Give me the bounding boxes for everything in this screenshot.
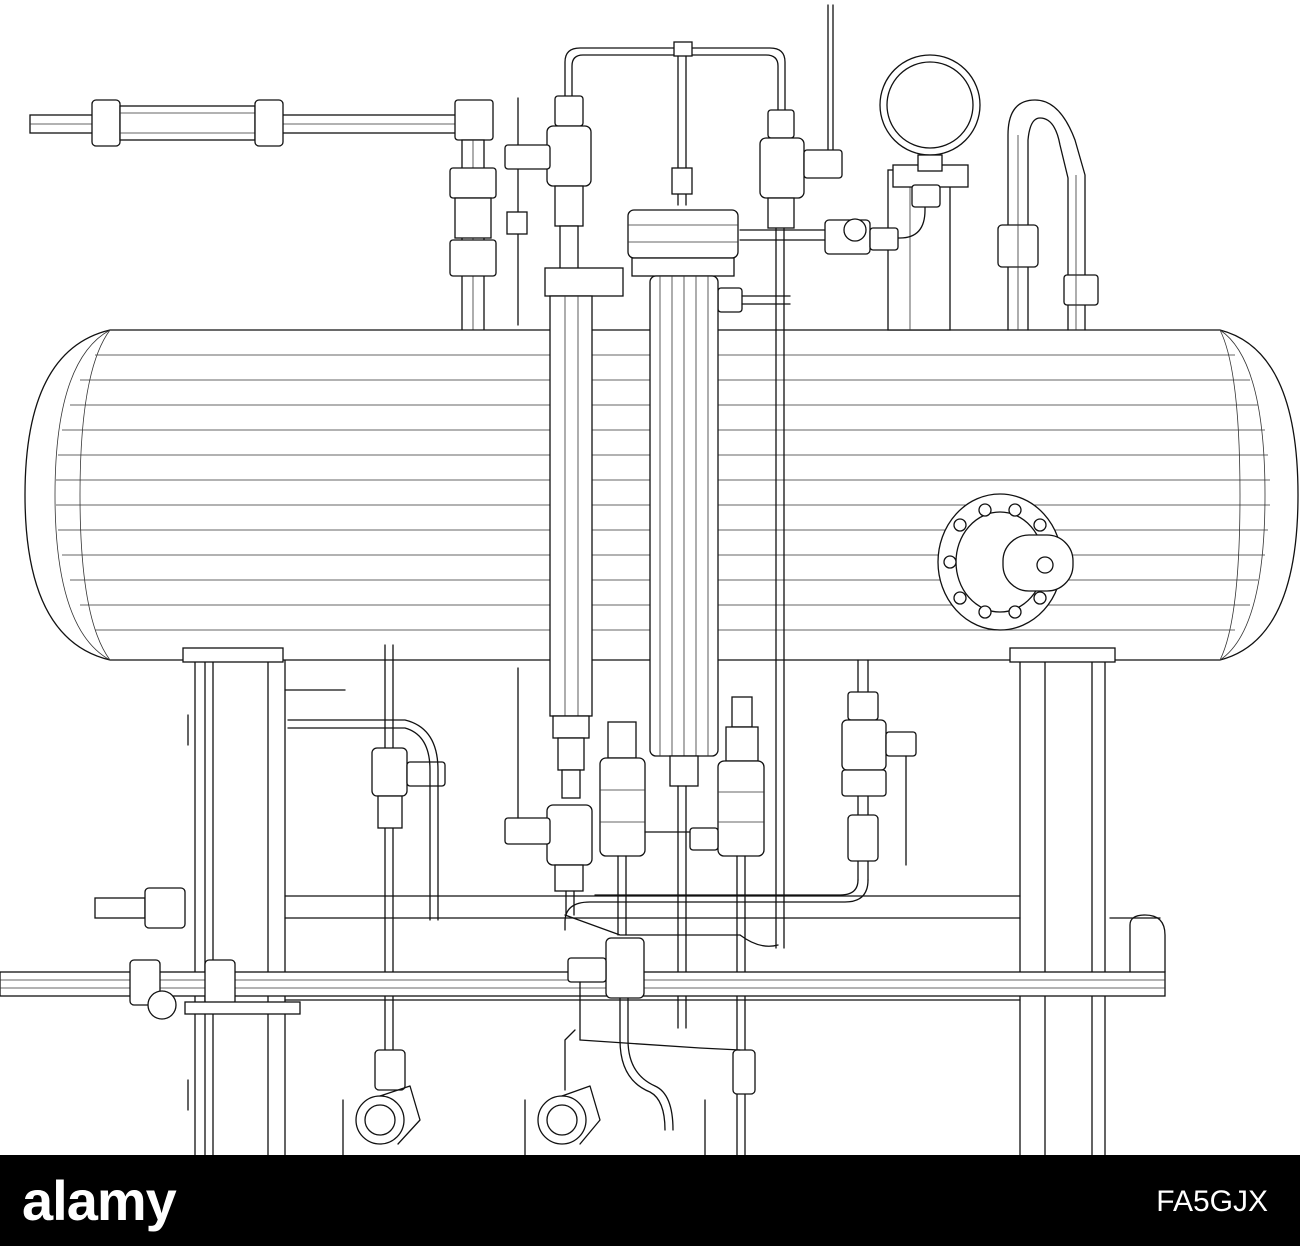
vessel-flange-nozzle bbox=[937, 493, 1074, 631]
right-u-pipe bbox=[997, 99, 1099, 331]
lower-valve-right bbox=[644, 696, 765, 1155]
left-upper-valve-stack bbox=[504, 95, 592, 271]
watermark-footer: alamy FA5GJX bbox=[0, 1155, 1300, 1246]
logo-text: alamy bbox=[22, 1169, 177, 1232]
pressure-gauge bbox=[875, 54, 981, 331]
upper-left-pipe bbox=[29, 97, 528, 336]
left-down-pipe bbox=[287, 644, 446, 1145]
bottom-center-tubing bbox=[537, 914, 779, 1145]
top-tubing-loop bbox=[564, 4, 834, 206]
filter-housing bbox=[627, 209, 739, 1029]
right-upper-valve-stack bbox=[717, 109, 899, 949]
image-id: FA5GJX bbox=[1156, 1185, 1268, 1218]
technical-drawing bbox=[0, 4, 1299, 1155]
right-down-pipe bbox=[564, 659, 917, 931]
sight-column bbox=[504, 267, 624, 916]
lower-valve-left bbox=[599, 721, 646, 936]
stock-site-logo: alamy bbox=[22, 1173, 177, 1229]
